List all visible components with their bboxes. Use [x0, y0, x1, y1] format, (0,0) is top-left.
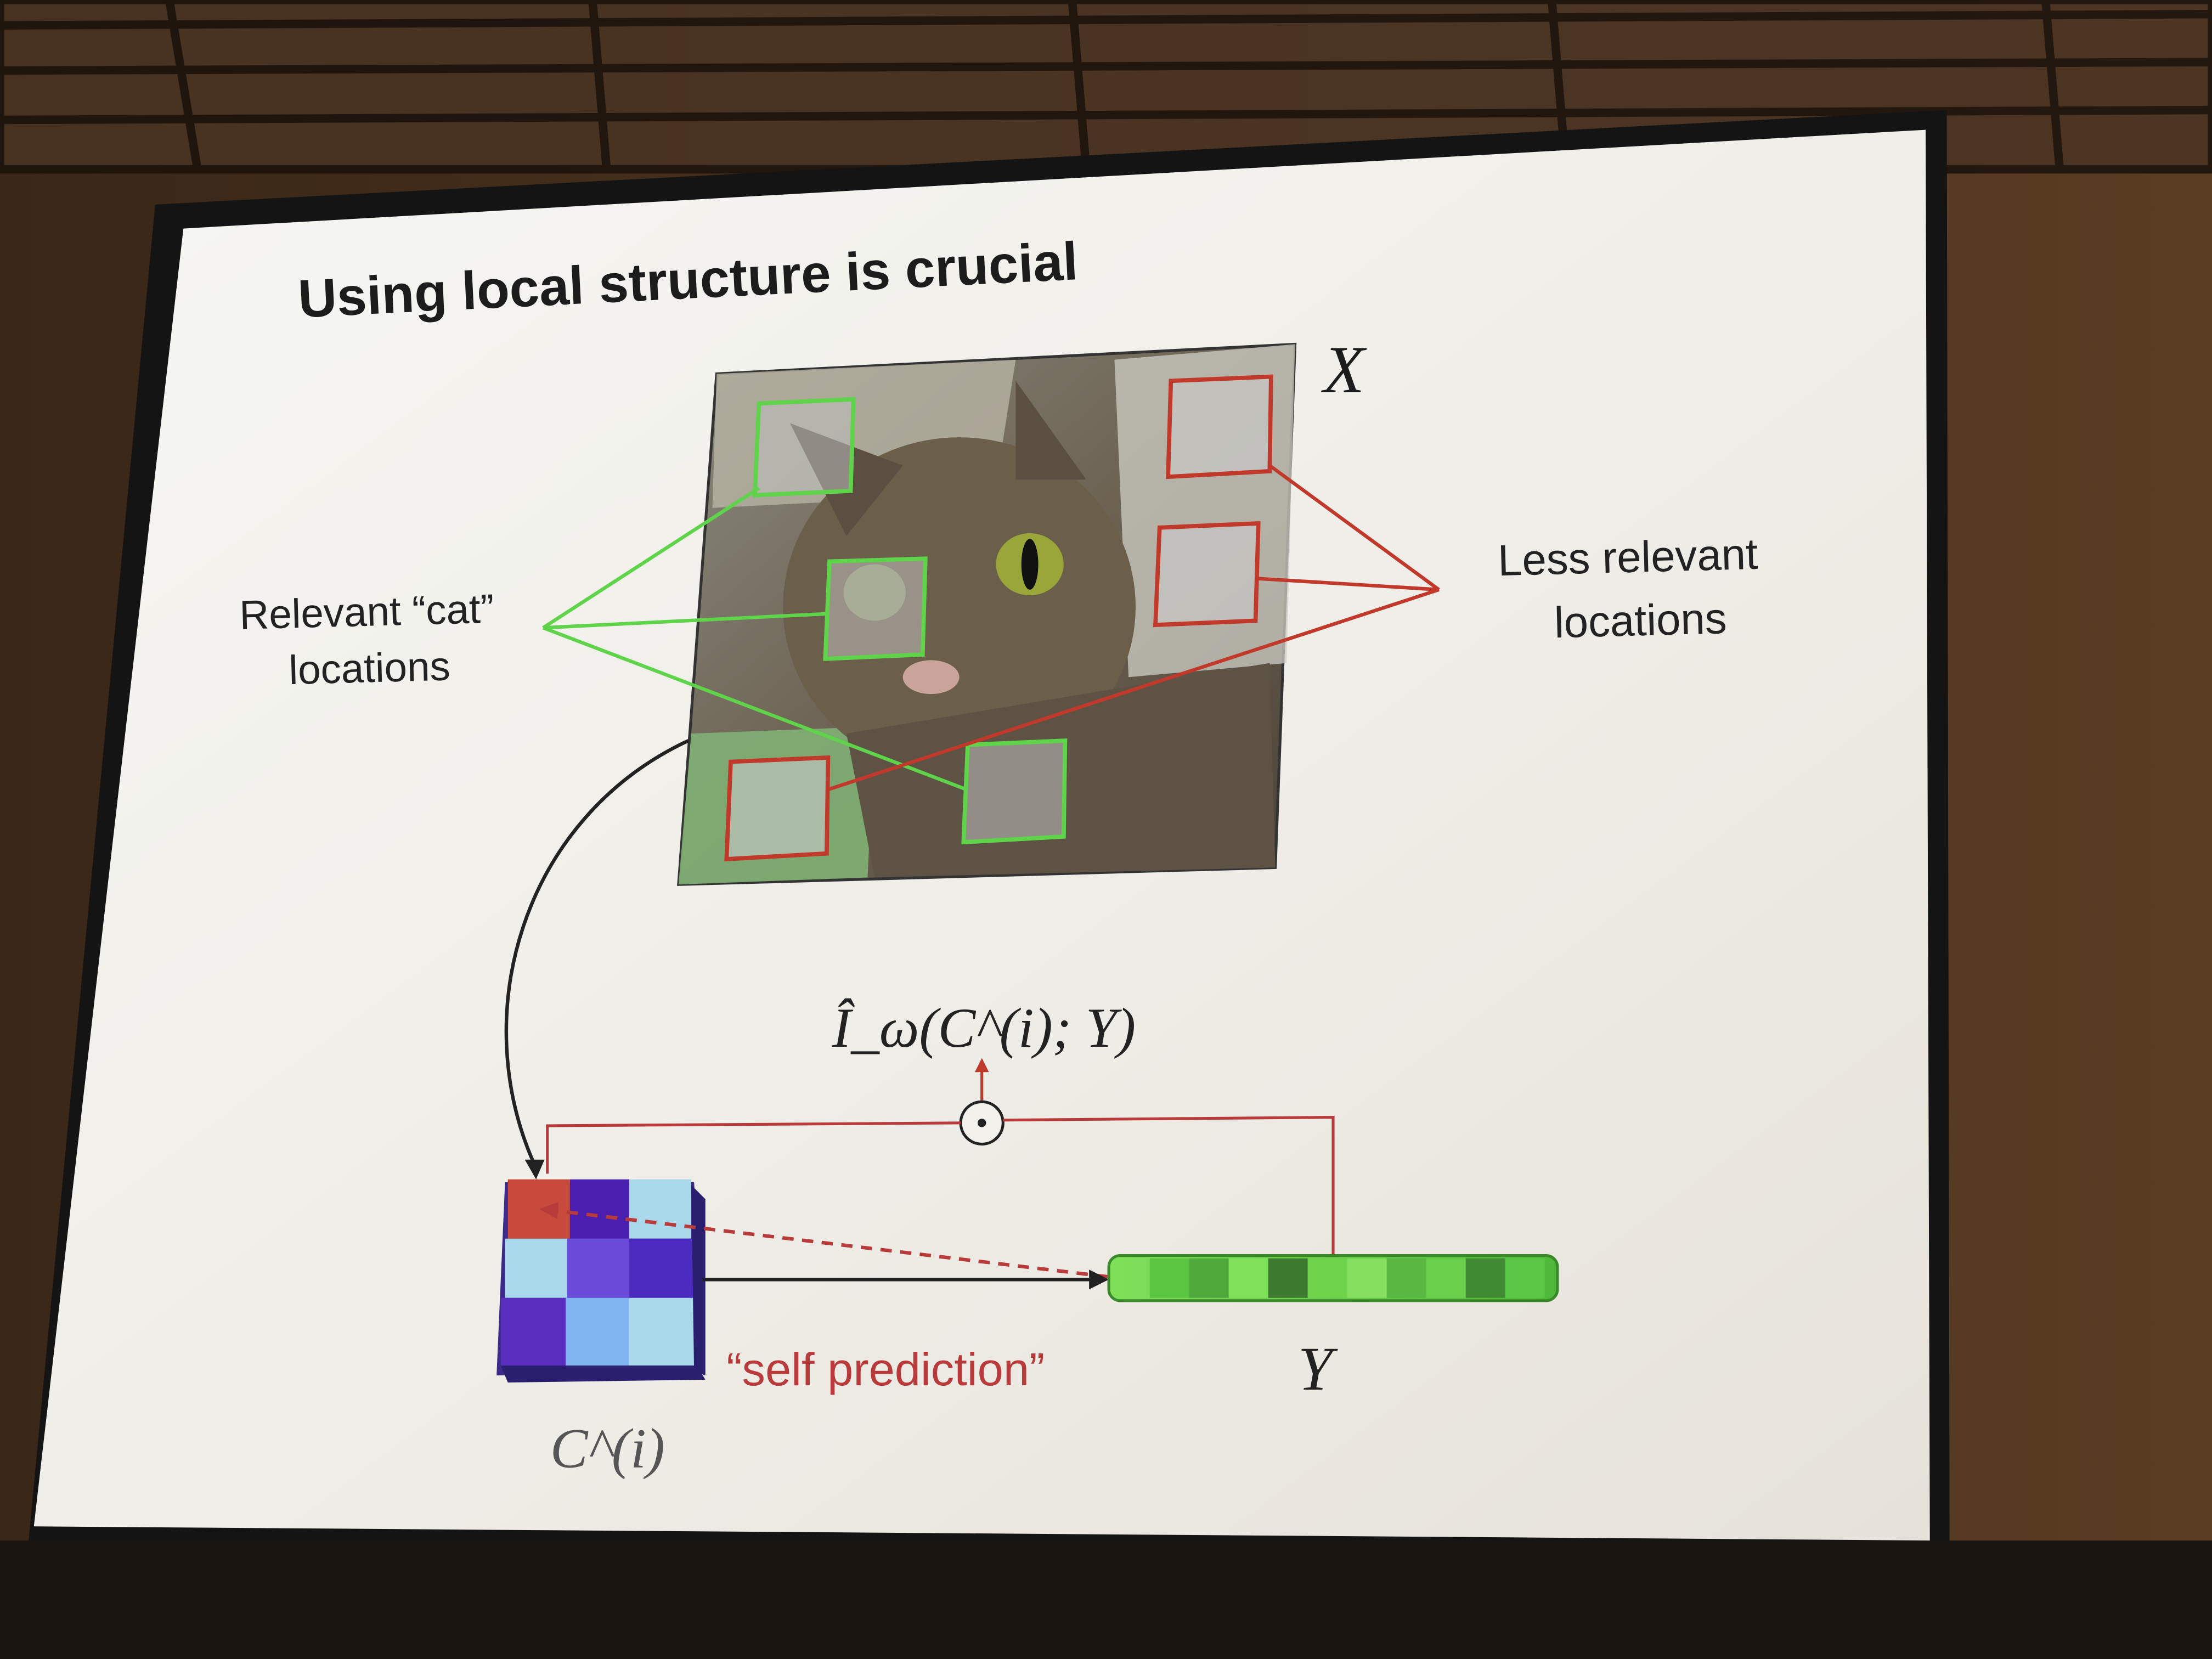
less-relevant-patch-window: [724, 755, 831, 862]
context-label: C^(i): [550, 1417, 665, 1480]
context-cube: [496, 1179, 706, 1383]
arrow-head-down-icon: [524, 1159, 545, 1180]
self-prediction-dashed-arrow: [552, 1209, 1108, 1279]
self-prediction-label: “self prediction”: [726, 1343, 1045, 1395]
less-relevant-connectors: [826, 464, 1440, 792]
image-label-x: X: [1321, 332, 1367, 407]
less-relevant-patch-mid: [1153, 521, 1261, 628]
arrow-head-right-icon: [1089, 1269, 1109, 1290]
less-relevant-label-line2: locations: [1554, 594, 1728, 647]
relevant-label-line1: Relevant “cat”: [239, 585, 494, 638]
y-vector: [1107, 1254, 1559, 1302]
y-label: Y: [1298, 1335, 1338, 1403]
relevant-connectors: [542, 487, 969, 792]
relevant-patch-body: [961, 738, 1068, 845]
arrow-up-head: [974, 1058, 989, 1073]
mi-estimator-formula: Î_ω(C^(i); Y): [832, 997, 1136, 1059]
less-relevant-patch-top: [1166, 374, 1273, 479]
dashed-arrow-head-icon: [539, 1201, 559, 1219]
circled-dot-center: [978, 1119, 986, 1127]
bottom-band: [0, 1541, 2212, 1659]
relevant-label-line2: locations: [288, 642, 450, 693]
relevant-patch-eye: [823, 556, 928, 661]
image-to-context-arrow: [504, 739, 690, 1169]
less-relevant-patches: [724, 374, 1273, 862]
less-relevant-label-line1: Less relevant: [1497, 529, 1758, 585]
dot-product-bracket: [546, 1115, 1335, 1256]
relevant-patch-ear: [752, 397, 856, 498]
relevant-patches: [752, 397, 1068, 845]
